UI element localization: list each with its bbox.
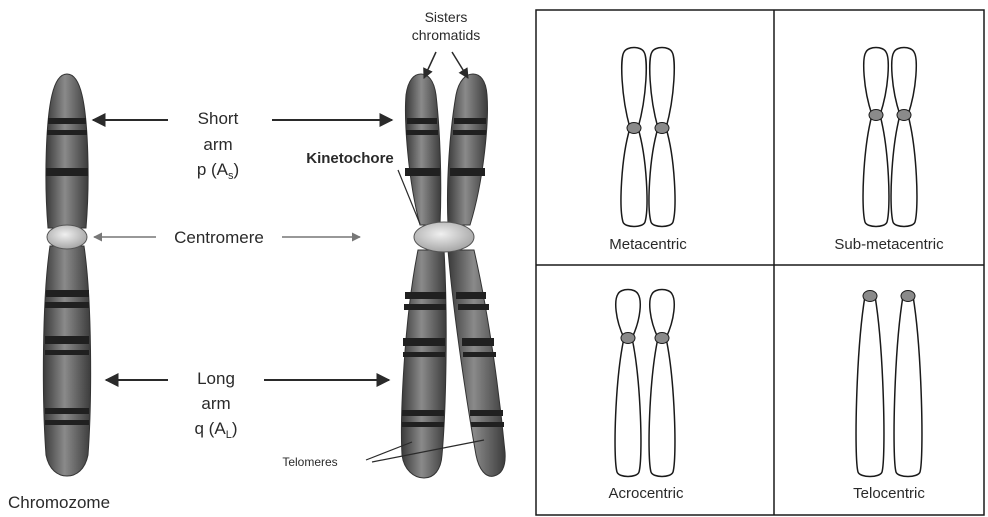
metacentric-centromere-left	[627, 123, 641, 134]
telocentric-label: Telocentric	[853, 485, 925, 502]
single-chromosome-short-arm	[46, 74, 88, 228]
telocentric-centromere-right	[901, 291, 915, 302]
centromere-label: Centromere	[174, 228, 264, 247]
sub-metacentric-centromere-right	[897, 110, 911, 121]
telocentric-centromere-left	[863, 291, 877, 302]
sisters-label-line2: chromatids	[412, 27, 480, 43]
sisters-label-line1: Sisters	[425, 9, 468, 25]
acrocentric-centromere-right	[655, 333, 669, 344]
short-arm-close-paren: )	[234, 160, 240, 179]
long-arm-close-paren: )	[232, 419, 238, 438]
metacentric-centromere-right	[655, 123, 669, 134]
short-arm-label-line3: p (As)	[197, 160, 239, 182]
types-panel-border	[536, 10, 984, 515]
short-arm-label-line2: arm	[203, 135, 232, 154]
sub-metacentric-label: Sub-metacentric	[834, 236, 944, 253]
sisters-left-arrow	[424, 52, 436, 78]
chromatid-right-lower	[448, 250, 505, 476]
chromosome-types-panel: Metacentric Sub-metacentric Acrocentric …	[536, 10, 984, 515]
short-arm-label-line1: Short	[198, 109, 239, 128]
sister-centromere	[414, 222, 474, 252]
kinetochore-label: Kinetochore	[306, 150, 394, 167]
chromatid-right-upper	[447, 74, 487, 225]
acrocentric-centromere-left	[621, 333, 635, 344]
long-arm-label-line1: Long	[197, 369, 235, 388]
telomeres-label: Telomeres	[282, 455, 337, 469]
long-arm-label-line2: arm	[201, 394, 230, 413]
acrocentric-label: Acrocentric	[608, 485, 684, 502]
sub-metacentric-centromere-left	[869, 110, 883, 121]
single-chromosome-long-arm	[43, 246, 90, 476]
long-arm-label-line3: q (AL)	[195, 419, 238, 441]
chromosome-caption: Chromozome	[8, 493, 110, 512]
sisters-right-arrow	[452, 52, 468, 78]
metacentric-label: Metacentric	[609, 236, 687, 253]
short-arm-notation: p (A	[197, 160, 229, 179]
single-centromere	[47, 225, 87, 249]
long-arm-notation: q (A	[195, 419, 227, 438]
sister-chromatids	[402, 74, 506, 478]
single-chromosome	[43, 74, 90, 476]
